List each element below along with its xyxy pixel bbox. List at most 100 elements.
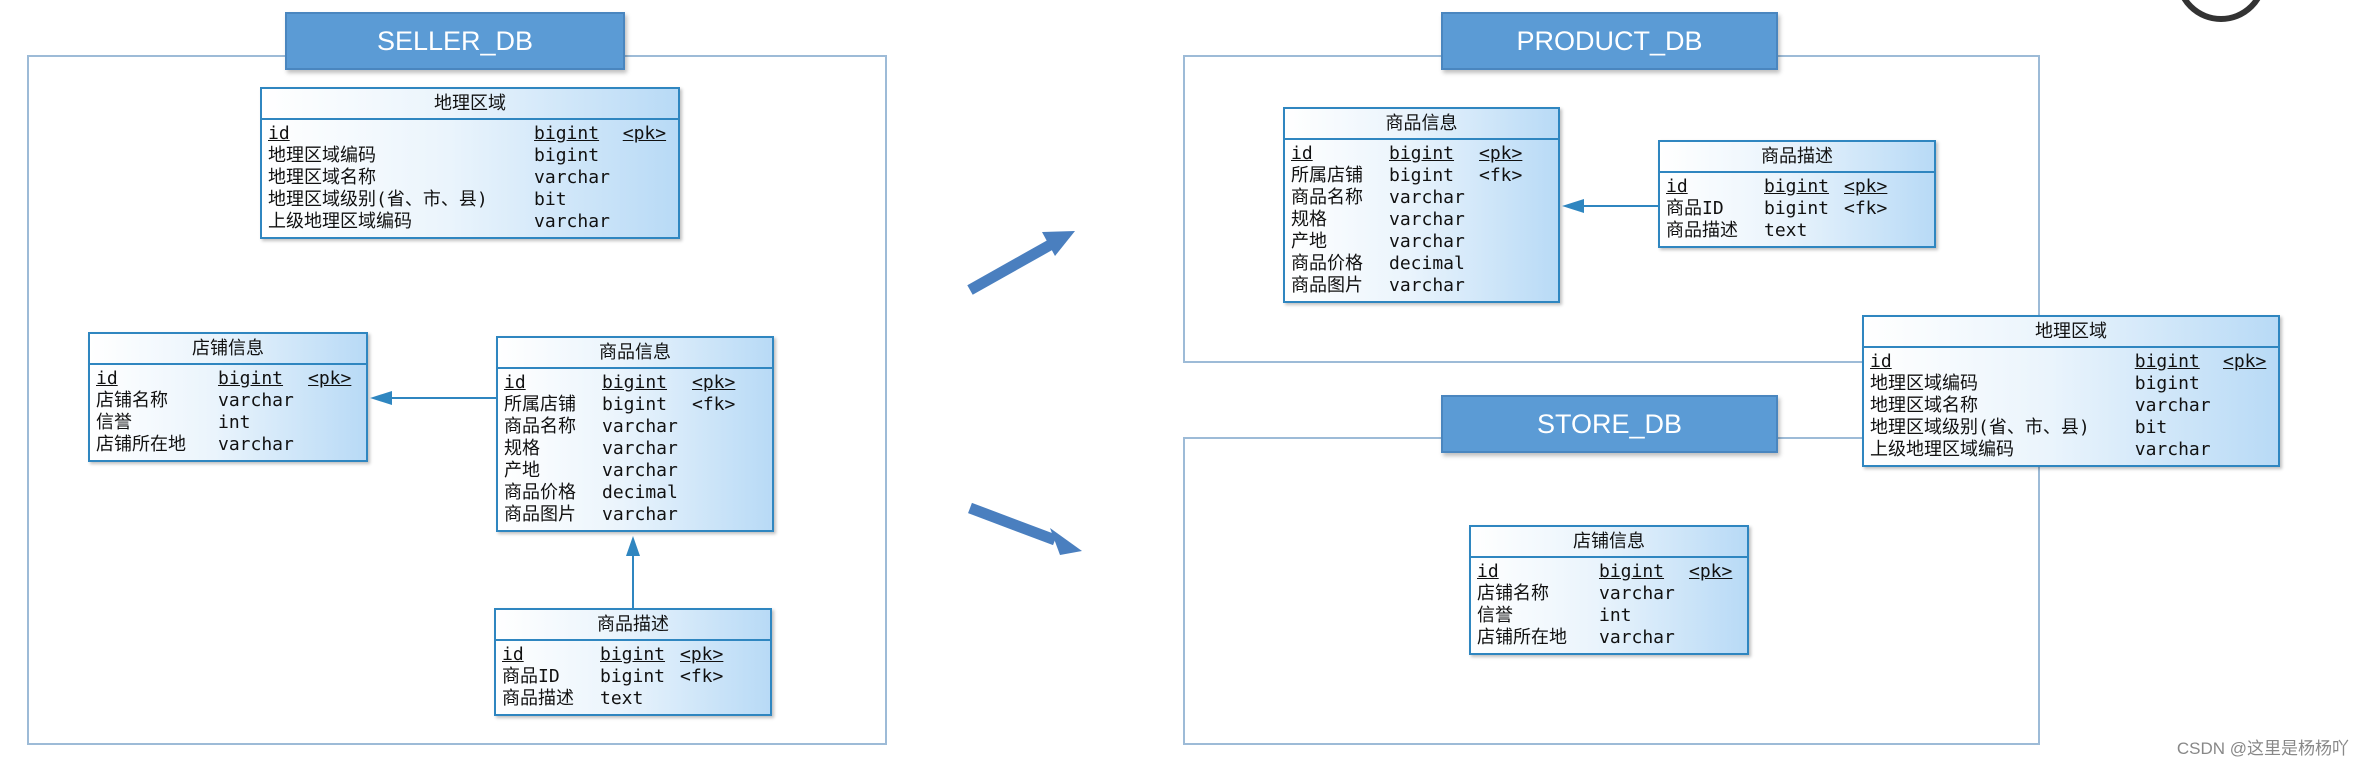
attribute-name: id bbox=[1477, 561, 1499, 582]
attribute-key: <fk> bbox=[1479, 165, 1523, 186]
attribute-name: 地理区域级别(省、市、县) bbox=[1870, 417, 2090, 438]
attribute-name: 商品价格 bbox=[504, 482, 576, 503]
entity-attribute-row: 商品名称 varchar bbox=[504, 416, 766, 438]
attribute-type: varchar bbox=[1389, 187, 1465, 208]
attribute-name: id bbox=[504, 372, 526, 393]
product-db-header: PRODUCT_DB bbox=[1441, 12, 1778, 70]
entity-attribute-row: 店铺名称 varchar bbox=[96, 390, 360, 412]
attribute-type: bigint bbox=[1599, 561, 1665, 582]
attribute-name: 产地 bbox=[1291, 231, 1327, 252]
attribute-key: <fk> bbox=[1844, 198, 1888, 219]
entity-attribute-row: 地理区域级别(省、市、县) bit bbox=[1870, 417, 2272, 439]
entity-title: 店铺信息 bbox=[90, 334, 366, 365]
attribute-key: <pk> bbox=[1844, 176, 1888, 197]
attribute-name: 上级地理区域编码 bbox=[268, 211, 412, 232]
seller-db-header: SELLER_DB bbox=[285, 12, 625, 70]
entity-attribute-row: 上级地理区域编码 varchar bbox=[1870, 439, 2272, 461]
attribute-type: varchar bbox=[534, 211, 610, 232]
attribute-key: <pk> bbox=[622, 123, 667, 144]
attribute-type: varchar bbox=[1389, 209, 1465, 230]
attribute-type: bigint bbox=[1764, 198, 1830, 219]
entity-attribute-row: 商品ID bigint <fk> bbox=[1666, 198, 1928, 220]
attribute-name: 商品ID bbox=[1666, 198, 1724, 219]
attribute-key: <fk> bbox=[692, 394, 736, 415]
attribute-name: id bbox=[1870, 351, 1892, 372]
attribute-type: decimal bbox=[602, 482, 678, 503]
attribute-name: 地理区域编码 bbox=[1870, 373, 1978, 394]
attribute-type: varchar bbox=[2134, 439, 2211, 460]
entity-attribute-row: 上级地理区域编码 varchar bbox=[268, 211, 672, 233]
attribute-type: bigint bbox=[600, 666, 666, 687]
attribute-type: varchar bbox=[534, 167, 610, 188]
attribute-type: bigint bbox=[1389, 143, 1455, 164]
attribute-type: varchar bbox=[218, 390, 294, 411]
entity-attribute-row: 规格 varchar bbox=[1291, 209, 1552, 231]
attribute-name: 上级地理区域编码 bbox=[1870, 439, 2014, 460]
attribute-type: bit bbox=[534, 189, 567, 210]
attribute-key: <pk> bbox=[2222, 351, 2267, 372]
seller-db-title: SELLER_DB bbox=[376, 25, 534, 56]
attribute-key: <fk> bbox=[680, 666, 724, 687]
attribute-name: id bbox=[1291, 143, 1313, 164]
attribute-name: 商品图片 bbox=[504, 504, 576, 525]
attribute-name: 规格 bbox=[504, 438, 540, 459]
attribute-type: bigint bbox=[534, 145, 600, 166]
attribute-type: bigint bbox=[2134, 351, 2200, 372]
attribute-name: 店铺名称 bbox=[96, 390, 168, 411]
attribute-type: bigint bbox=[1764, 176, 1830, 197]
attribute-type: varchar bbox=[602, 416, 678, 437]
entity-title: 商品描述 bbox=[1660, 142, 1934, 173]
migration-arrow-down bbox=[968, 502, 1082, 555]
attribute-type: bigint bbox=[1389, 165, 1455, 186]
attribute-type: text bbox=[1764, 220, 1808, 241]
attribute-name: 规格 bbox=[1291, 209, 1327, 230]
connector-seller-description-to-product bbox=[626, 536, 640, 608]
attribute-name: 地理区域编码 bbox=[268, 145, 376, 166]
attribute-name: 商品图片 bbox=[1291, 275, 1363, 296]
attribute-key: <pk> bbox=[680, 644, 724, 665]
attribute-type: int bbox=[1599, 605, 1632, 626]
attribute-name: 商品名称 bbox=[504, 416, 576, 437]
store-db-header: STORE_DB bbox=[1441, 395, 1778, 453]
attribute-type: varchar bbox=[602, 504, 678, 525]
attribute-type: varchar bbox=[1599, 583, 1675, 604]
attribute-type: bigint bbox=[534, 123, 600, 144]
attribute-type: bigint bbox=[2134, 373, 2200, 394]
attribute-type: decimal bbox=[1389, 253, 1465, 274]
attribute-type: bit bbox=[2134, 417, 2168, 438]
attribute-type: bigint bbox=[602, 372, 668, 393]
attribute-type: text bbox=[600, 688, 644, 709]
attribute-name: 商品描述 bbox=[502, 688, 574, 709]
attribute-key: <pk> bbox=[308, 368, 352, 389]
attribute-type: bigint bbox=[602, 394, 668, 415]
